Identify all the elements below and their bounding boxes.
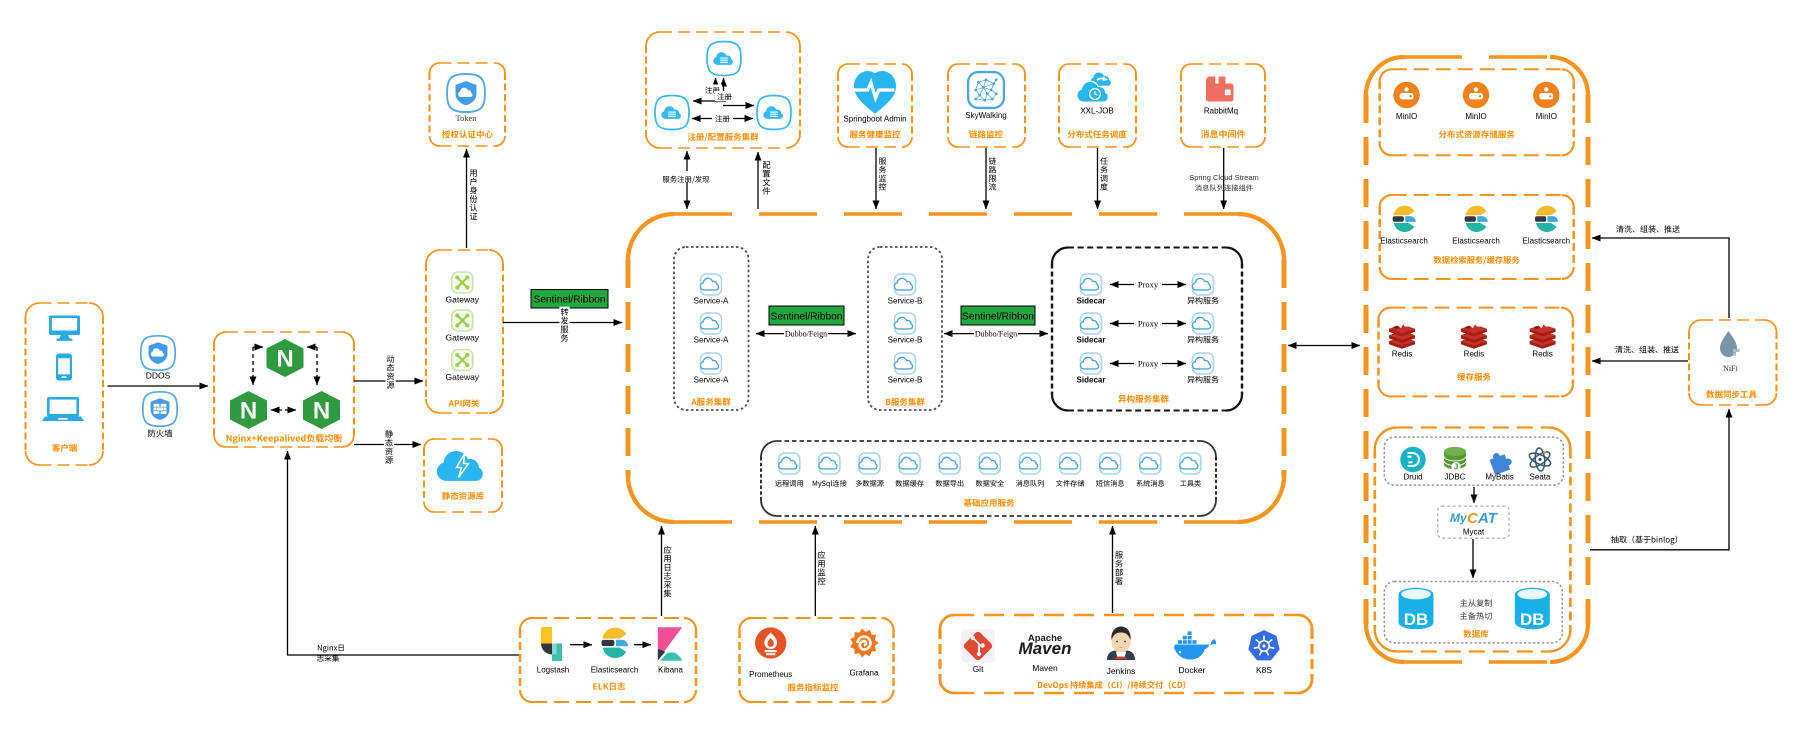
svg-text:RabbitMq: RabbitMq — [1204, 107, 1238, 116]
svg-text:Gateway: Gateway — [446, 372, 480, 382]
svg-text:Druid: Druid — [1403, 473, 1422, 482]
svg-text:Service-A: Service-A — [694, 376, 729, 385]
svg-text:Jenkins: Jenkins — [1107, 666, 1136, 676]
svg-text:Service-A: Service-A — [694, 336, 729, 345]
svg-text:Grafana: Grafana — [850, 669, 879, 678]
svg-text:Dubbo/Feign: Dubbo/Feign — [785, 330, 827, 339]
svg-text:Maven: Maven — [1032, 663, 1058, 673]
svg-text:Proxy: Proxy — [1138, 279, 1159, 289]
svg-text:Gateway: Gateway — [446, 295, 480, 305]
svg-text:Elasticsearch: Elasticsearch — [1380, 237, 1428, 246]
svg-text:Docker: Docker — [1179, 665, 1206, 675]
svg-text:MyBatis: MyBatis — [1485, 473, 1513, 482]
svg-text:Sentinel/Ribbon: Sentinel/Ribbon — [771, 312, 843, 323]
svg-text:NiFi: NiFi — [1723, 364, 1738, 373]
svg-text:Elasticsearch: Elasticsearch — [591, 666, 639, 675]
svg-text:Git: Git — [973, 664, 985, 674]
svg-text:Service-B: Service-B — [888, 297, 923, 306]
svg-text:Service-B: Service-B — [888, 376, 923, 385]
svg-text:Token: Token — [455, 113, 477, 123]
svg-text:MinIO: MinIO — [1396, 112, 1417, 121]
svg-text:Redis: Redis — [1532, 350, 1552, 359]
svg-text:Logstash: Logstash — [537, 666, 569, 675]
svg-text:Sidecar: Sidecar — [1077, 336, 1106, 345]
svg-text:Sidecar: Sidecar — [1077, 297, 1106, 306]
svg-text:Dubbo/Feign: Dubbo/Feign — [975, 330, 1017, 339]
svg-text:Elasticsearch: Elasticsearch — [1523, 237, 1571, 246]
svg-text:Proxy: Proxy — [1138, 318, 1159, 328]
svg-text:Proxy: Proxy — [1138, 358, 1159, 368]
svg-text:Mycat: Mycat — [1463, 528, 1485, 537]
svg-text:SkyWalking: SkyWalking — [965, 111, 1007, 120]
svg-text:Sentinel/Ribbon: Sentinel/Ribbon — [534, 295, 606, 306]
svg-text:DDOS: DDOS — [146, 371, 171, 381]
svg-text:Springboot Admin: Springboot Admin — [843, 115, 906, 124]
svg-text:MinIO: MinIO — [1536, 112, 1557, 121]
svg-text:Sentinel/Ribbon: Sentinel/Ribbon — [962, 312, 1034, 323]
svg-text:MinIO: MinIO — [1465, 112, 1486, 121]
svg-text:Redis: Redis — [1392, 350, 1412, 359]
svg-text:Service-A: Service-A — [694, 297, 729, 306]
svg-text:Sidecar: Sidecar — [1077, 376, 1106, 385]
svg-text:Redis: Redis — [1464, 350, 1484, 359]
svg-text:Service-B: Service-B — [888, 336, 923, 345]
svg-text:Gateway: Gateway — [446, 333, 480, 343]
svg-text:XXL-JOB: XXL-JOB — [1080, 107, 1113, 116]
svg-text:Spring Cloud Stream: Spring Cloud Stream — [1189, 173, 1259, 182]
svg-text:JDBC: JDBC — [1445, 473, 1466, 482]
svg-text:Seata: Seata — [1530, 473, 1551, 482]
svg-text:K8S: K8S — [1256, 665, 1272, 675]
svg-text:Kibana: Kibana — [658, 666, 683, 675]
svg-text:Elasticsearch: Elasticsearch — [1452, 237, 1500, 246]
svg-text:Prometheus: Prometheus — [749, 670, 792, 679]
